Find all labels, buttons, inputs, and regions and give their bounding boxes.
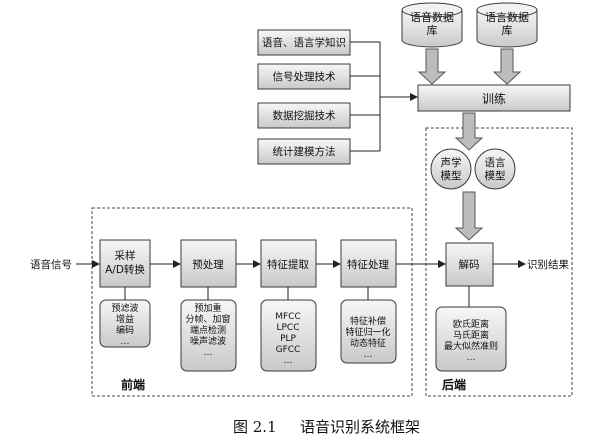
speech-database: 语音数据 库 — [401, 2, 463, 48]
preprocess-detail-item: 预加重 — [194, 302, 221, 314]
feature-extract-detail-item: MFCC — [275, 312, 301, 322]
language-model-label-line1: 语言 — [485, 156, 506, 169]
acoustic-model-label-line1: 声学 — [441, 156, 462, 169]
figure-number: 图 2.1 — [233, 418, 277, 436]
decode-detail-box — [435, 306, 507, 372]
feature-process-detail-box — [340, 299, 397, 364]
acoustic-model — [430, 148, 472, 190]
sampling-detail-item: 编码 — [116, 324, 134, 336]
speech-database-label-line1: 语音数据 — [410, 10, 454, 24]
language-database-label-line2: 库 — [502, 24, 513, 37]
language-database-label-line1: 语言数据 — [485, 10, 529, 24]
sampling-detail-box — [99, 299, 151, 348]
feature-process-detail-item: 特征补偿 — [350, 315, 386, 327]
acoustic-model-label-line2: 模型 — [441, 169, 462, 182]
language-model-label-line2: 模型 — [485, 169, 506, 182]
decode-box — [445, 242, 494, 287]
preprocess-detail-item: … — [204, 348, 213, 358]
decode-detail-item: … — [467, 353, 476, 363]
knowledge-label-2: 信号处理技术 — [273, 70, 336, 83]
back-end-region — [425, 127, 573, 397]
sampling-detail-text: 预滤波增益编码… — [111, 302, 138, 347]
decode-detail-item: 最大似然准则 — [444, 340, 498, 352]
knowledge-box-2 — [257, 63, 351, 90]
feature-extract-label: 特征提取 — [267, 259, 309, 271]
preprocess-detail-box — [180, 299, 237, 372]
feature-extract-detail-text: MFCCLPCCPLPGFCC… — [275, 312, 301, 366]
training-box — [417, 84, 571, 112]
front-end-region — [91, 207, 413, 397]
feature-extract-detail-box — [260, 299, 317, 372]
feature-extract-box — [260, 239, 317, 288]
language-model — [474, 148, 516, 190]
preprocess-detail-text: 预加重分帧、加窗端点检测噪声滤波… — [185, 302, 230, 358]
decode-label: 解码 — [459, 258, 480, 271]
sampling-detail-item: 预滤波 — [111, 302, 138, 314]
sampling-label-line2: A/D转换 — [105, 263, 145, 276]
decode-detail-item: 马氏距离 — [453, 329, 489, 341]
preprocess-detail-item: 分帧、加窗 — [185, 313, 230, 325]
feature-extract-detail-item: … — [284, 356, 293, 366]
feature-process-detail-item: … — [364, 350, 373, 360]
knowledge-label-3: 数据挖掘技术 — [273, 109, 336, 122]
language-db-to-training-arrow — [492, 48, 522, 85]
back-end-label: 后端 — [442, 377, 466, 392]
feature-extract-detail-item: GFCC — [276, 345, 301, 355]
decode-detail-item: 欧氏距离 — [453, 318, 489, 330]
output-label: 识别结果 — [527, 258, 569, 271]
knowledge-label-4: 统计建模方法 — [273, 145, 336, 158]
models-to-decode-arrow — [454, 191, 484, 241]
preprocess-detail-item: 噪声滤波 — [190, 335, 226, 347]
feature-process-detail-item: 特征归一化 — [345, 326, 390, 338]
feature-extract-detail-item: LPCC — [276, 323, 299, 333]
front-end-label: 前端 — [121, 377, 145, 392]
feature-extract-detail-item: PLP — [280, 334, 296, 344]
preprocess-detail-item: 端点检测 — [190, 324, 226, 336]
feature-process-detail-text: 特征补偿特征归一化动态特征… — [345, 315, 390, 360]
detail-connectors — [124, 286, 470, 307]
training-label: 训练 — [482, 91, 506, 106]
sampling-label-line1: 采样 — [115, 249, 136, 262]
knowledge-connectors — [350, 41, 418, 152]
input-signal-label: 语音信号 — [30, 258, 72, 271]
figure-title: 语音识别系统框架 — [300, 418, 420, 436]
decode-detail-text: 欧氏距离马氏距离最大似然准则… — [444, 318, 498, 363]
speech-db-to-training-arrow — [417, 48, 447, 85]
feature-process-label: 特征处理 — [347, 259, 389, 271]
sampling-detail-item: 增益 — [116, 313, 134, 325]
knowledge-label-1: 语音、语言学知识 — [262, 36, 346, 49]
language-database: 语言数据 库 — [476, 2, 538, 48]
training-to-models-arrow — [454, 112, 484, 151]
feature-process-detail-item: 动态特征 — [350, 337, 386, 349]
preprocess-box — [180, 239, 237, 288]
speech-database-label-line2: 库 — [427, 24, 438, 37]
preprocess-label: 预处理 — [192, 259, 224, 271]
knowledge-box-1 — [257, 29, 351, 56]
sampling-detail-item: … — [121, 337, 130, 347]
